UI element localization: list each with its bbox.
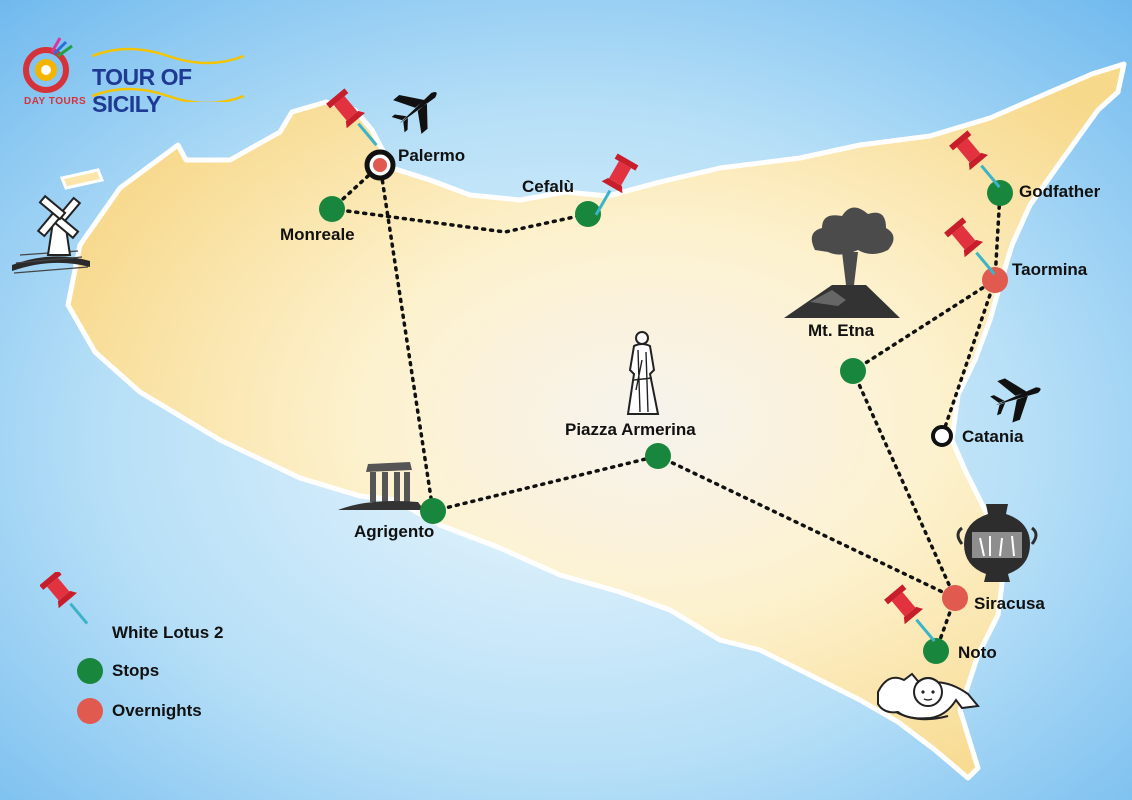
pushpin-icon <box>594 153 639 216</box>
route-monreale-cefalu <box>330 207 590 234</box>
marker-taormina[interactable] <box>982 267 1008 293</box>
label-catania: Catania <box>962 427 1024 446</box>
legend-label-stops: Stops <box>112 661 160 680</box>
label-agrigento: Agrigento <box>354 522 435 541</box>
volcano-icon <box>784 207 900 318</box>
pushpin-icon <box>944 217 996 276</box>
pushpin-icon <box>40 572 89 625</box>
pushpin-icon <box>884 584 936 643</box>
route-lines <box>330 163 1002 653</box>
legend-label-white-lotus: White Lotus 2 <box>112 623 224 642</box>
marker-palermo[interactable] <box>364 149 396 181</box>
route-taormina-catania <box>940 278 997 438</box>
brand-logo: DAY TOURS TOUR OF SICILY <box>18 36 258 117</box>
pushpin-icon <box>326 88 378 147</box>
wave-decoration <box>91 47 245 102</box>
marker-agrigento[interactable] <box>420 498 446 524</box>
marker-piazza-armerina[interactable] <box>645 443 671 469</box>
pushpin-icon <box>949 130 1001 189</box>
statue-icon <box>626 331 660 415</box>
map-legend: White Lotus 2 Stops Overnights <box>40 572 300 735</box>
marker-etna[interactable] <box>840 358 866 384</box>
marker-siracusa[interactable] <box>942 585 968 611</box>
logo-icon <box>23 37 73 93</box>
windmill-icon <box>12 194 90 274</box>
marker-noto[interactable] <box>923 638 949 664</box>
marker-godfather[interactable] <box>987 180 1013 206</box>
airplane-icon <box>391 92 437 134</box>
label-noto: Noto <box>958 643 997 662</box>
stop-dot-icon <box>77 658 103 684</box>
cherub-icon <box>877 672 980 721</box>
label-cefalu: Cefalù <box>522 177 574 196</box>
label-mt-etna: Mt. Etna <box>808 321 875 340</box>
route-piazza-siracusa <box>656 454 957 600</box>
temple-icon <box>338 462 424 510</box>
overnight-dot-icon <box>77 698 103 724</box>
label-palermo: Palermo <box>398 146 466 165</box>
marker-cefalu[interactable] <box>575 201 601 227</box>
greek-vase-icon <box>956 504 1038 582</box>
marker-monreale[interactable] <box>319 196 345 222</box>
route-palermo-agrigento <box>378 163 435 513</box>
legend-item-white-lotus: White Lotus 2 <box>40 572 223 642</box>
marker-catania[interactable] <box>931 425 953 447</box>
label-siracusa: Siracusa <box>974 594 1045 613</box>
label-piazza-armerina: Piazza Armerina <box>565 420 696 439</box>
small-island <box>59 168 105 190</box>
brand-title: TOUR OF SICILY <box>92 64 192 117</box>
legend-label-overnights: Overnights <box>112 701 202 720</box>
label-taormina: Taormina <box>1012 260 1088 279</box>
route-etna-siracusa <box>851 369 957 600</box>
label-monreale: Monreale <box>280 225 355 244</box>
brand-subtitle: DAY TOURS <box>24 96 87 107</box>
label-godfather: Godfather <box>1019 182 1101 201</box>
airplane-icon <box>990 378 1041 423</box>
route-taormina-godfather <box>993 191 1002 282</box>
route-agrigento-piazza <box>431 454 660 513</box>
